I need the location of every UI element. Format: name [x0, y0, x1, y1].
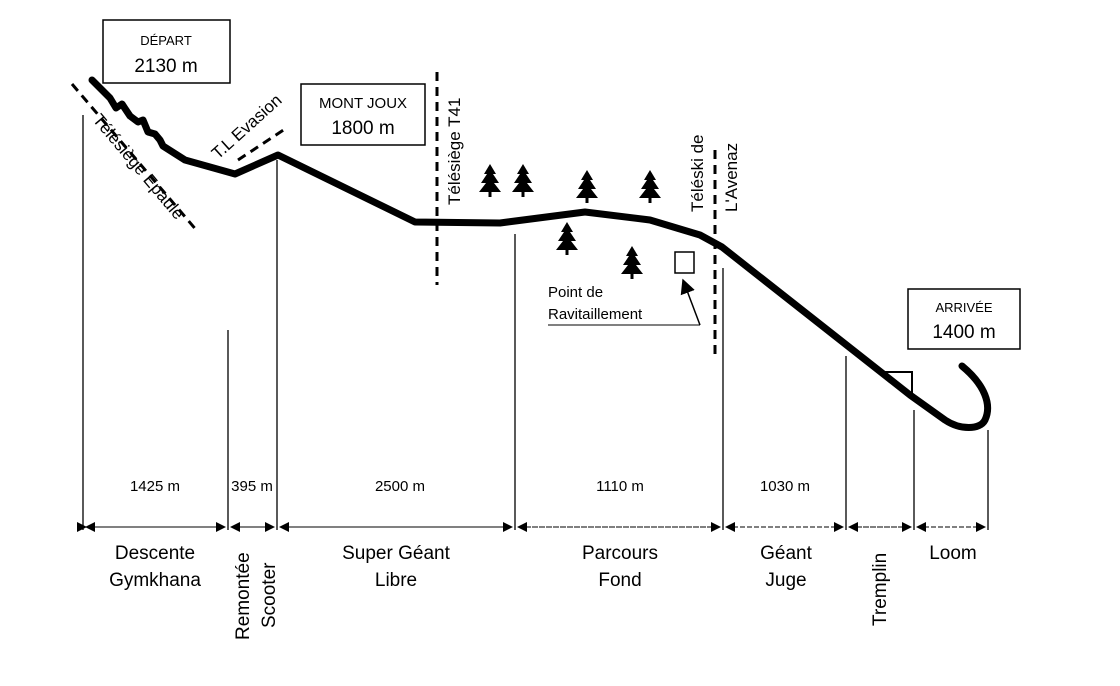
distance-parcours: 1110 m [596, 478, 644, 495]
start-box: DÉPART 2130 m [102, 19, 231, 84]
lift-avenaz-label-1: Téléski de [688, 135, 707, 212]
distance-super-geant: 2500 m [375, 478, 425, 495]
lift-epaule-line [70, 83, 200, 233]
segment-parcours-1: Parcours [582, 543, 658, 564]
lift-evasion-line [237, 125, 289, 162]
refreshment-arrow-icon [680, 278, 701, 326]
start-altitude: 2130 m [134, 56, 197, 77]
refreshment-label-2: Ravitaillement [548, 306, 643, 323]
lift-avenaz-label-2: L'Avenaz [722, 143, 741, 212]
distance-descente: 1425 m [130, 478, 180, 495]
checkpoint-box: MONT JOUX 1800 m [300, 83, 426, 146]
lift-t41-label: Télésiège T41 [445, 98, 464, 205]
tree-icon [556, 222, 578, 255]
finish-box: ARRIVÉE 1400 m [907, 288, 1021, 350]
segment-super-geant-1: Super Géant [342, 543, 450, 564]
segment-remontee-2: Scooter [259, 562, 280, 628]
segment-geant-2: Juge [765, 570, 806, 591]
segment-tremplin: Tremplin [870, 553, 891, 626]
lift-epaule-label: Télésiège Epaule [89, 110, 188, 223]
tree-icon [512, 164, 534, 197]
segment-super-geant-2: Libre [375, 570, 417, 591]
segment-parcours-2: Fond [598, 570, 641, 591]
finish-label: ARRIVÉE [935, 300, 992, 315]
tree-icon [479, 164, 501, 197]
refreshment-label-1: Point de [548, 284, 603, 301]
checkpoint-altitude: 1800 m [331, 118, 394, 139]
tremplin-ramp [885, 371, 913, 398]
segment-remontee-1: Remontée [233, 552, 254, 640]
segment-geant-1: Géant [760, 543, 812, 564]
lift-evasion-label: T.L Evasion [208, 90, 286, 163]
distance-geant: 1030 m [760, 478, 810, 495]
checkpoint-label: MONT JOUX [319, 95, 407, 112]
segment-labels: Descente Gymkhana Remontée Scooter Super… [109, 543, 977, 640]
finish-altitude: 1400 m [932, 322, 995, 343]
tree-icon [621, 246, 643, 279]
tree-icon [576, 170, 598, 203]
segment-descente-2: Gymkhana [109, 570, 201, 591]
refreshment-hut-icon [674, 251, 695, 274]
distance-remontee: 395 m [231, 478, 273, 495]
distance-labels: 1425 m 395 m 2500 m 1110 m 1030 m [130, 478, 810, 495]
tree-icon [639, 170, 661, 203]
segment-loom: Loom [929, 543, 977, 564]
route-profile-line [88, 76, 992, 431]
segment-separators [82, 115, 989, 530]
start-label: DÉPART [140, 33, 192, 48]
segment-descente-1: Descente [115, 543, 195, 564]
